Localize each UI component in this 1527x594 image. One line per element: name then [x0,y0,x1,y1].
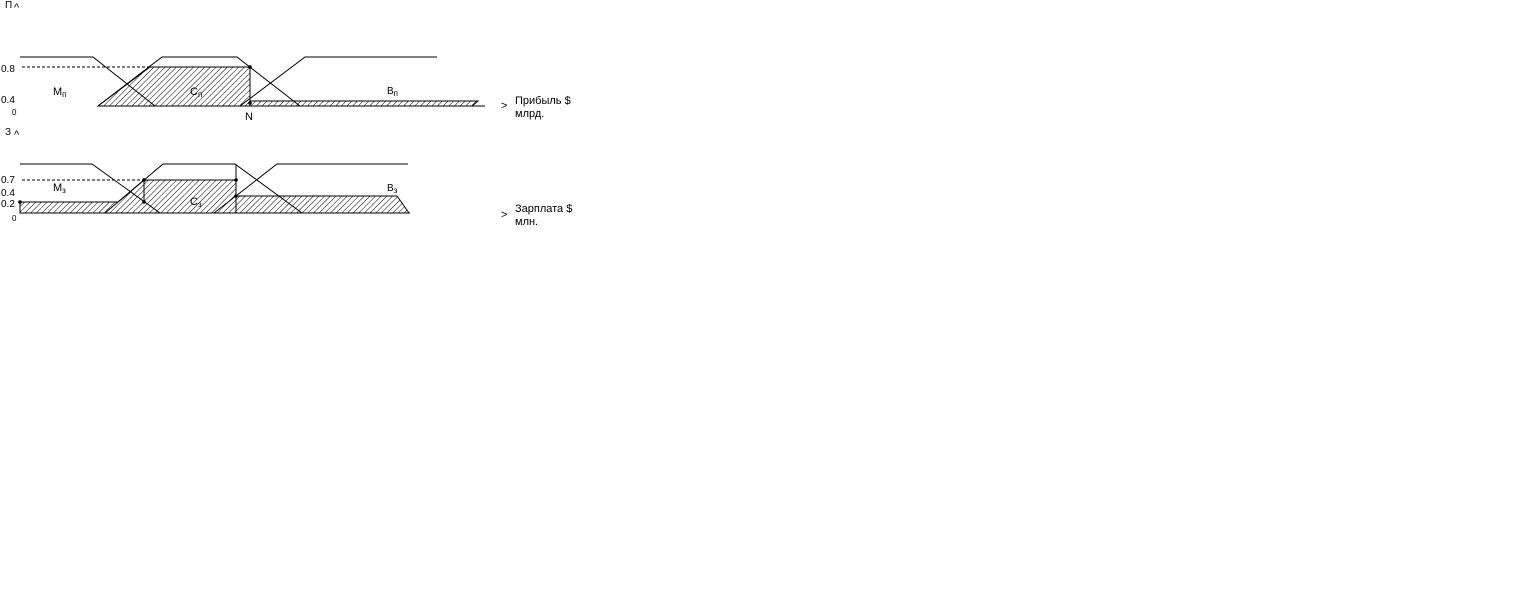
profit-point-n [248,101,252,105]
salary-result-area [19,179,410,214]
profit-point-top [248,65,252,69]
salary-tick-0.4: 0.4 [1,188,15,199]
profit-set-low-curve [20,56,156,107]
profit-x-label-line1: Прибыль $ [515,95,571,107]
salary-tick-0.7: 0.7 [1,175,15,186]
salary-set-mid-label: Сз [190,196,202,209]
profit-tick-0.8: 0.8 [1,64,15,75]
salary-set-high-label: Вз [387,183,398,195]
salary-x-arrow-icon: > [501,209,507,221]
salary-x-label-line1: Зарплата $ [515,203,572,215]
profit-tick-0: 0 [12,108,17,117]
profit-diagram: П ^ 0.8 0.4 0 Мп Сп Вп N > Прибыль $ млр… [1,0,571,123]
salary-axis-label: З [5,127,11,138]
salary-diagram: З ^ 0.7 0.4 0.2 0 Мз Сз Вз > Зарплата $ … [1,127,572,228]
profit-set-high-label: Вп [387,86,398,98]
profit-set-low-label: Мп [53,86,67,99]
salary-point-a [142,178,146,182]
salary-tick-0: 0 [12,214,17,223]
profit-point-n-label: N [245,111,253,123]
salary-point-d [234,194,238,198]
profit-set-mid-label: Сп [190,86,202,99]
salary-set-low-curve [20,163,161,214]
salary-x-label-line2: млн. [515,216,538,228]
salary-point-b [142,200,146,204]
salary-point-c [234,178,238,182]
profit-result-area [96,66,480,107]
profit-x-arrow-icon: > [501,100,507,112]
salary-point-0.2 [18,200,22,204]
profit-axis-label: П [5,0,12,11]
salary-set-low-label: Мз [53,182,66,195]
profit-axis-arrow-icon: ^ [14,2,20,14]
salary-axis-arrow-icon: ^ [14,129,20,141]
salary-tick-0.2: 0.2 [1,199,15,210]
salary-set-mid-curve [104,163,303,214]
profit-set-high-curve [239,56,437,107]
profit-set-mid-curve [97,56,301,107]
profit-x-label-line2: млрд. [515,108,544,120]
profit-tick-0.4: 0.4 [1,95,15,106]
